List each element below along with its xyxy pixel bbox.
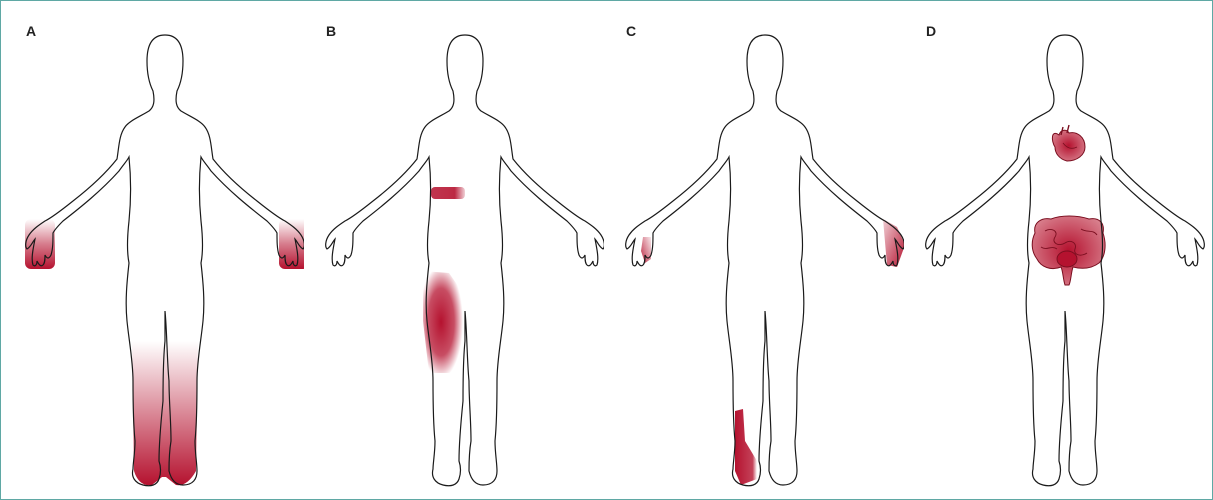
panel-b: B xyxy=(301,1,604,499)
highlight-right-hand xyxy=(641,237,651,263)
body-figure xyxy=(1,1,304,499)
panel-a: A xyxy=(1,1,304,499)
highlight-left-hand xyxy=(25,219,55,269)
heart-organ xyxy=(1052,125,1085,161)
highlight-shin xyxy=(735,409,757,485)
body-outline xyxy=(326,35,604,486)
body-figure xyxy=(301,1,604,499)
body-figure xyxy=(601,1,904,499)
body-figure xyxy=(901,1,1212,499)
panel-d: D xyxy=(901,1,1212,499)
highlight-waist-band xyxy=(431,187,465,199)
intestines-organ xyxy=(1032,216,1105,285)
highlight-thigh xyxy=(423,271,463,373)
panel-c: C xyxy=(601,1,904,499)
body-outline xyxy=(626,35,904,486)
highlight-legs xyxy=(132,341,198,485)
